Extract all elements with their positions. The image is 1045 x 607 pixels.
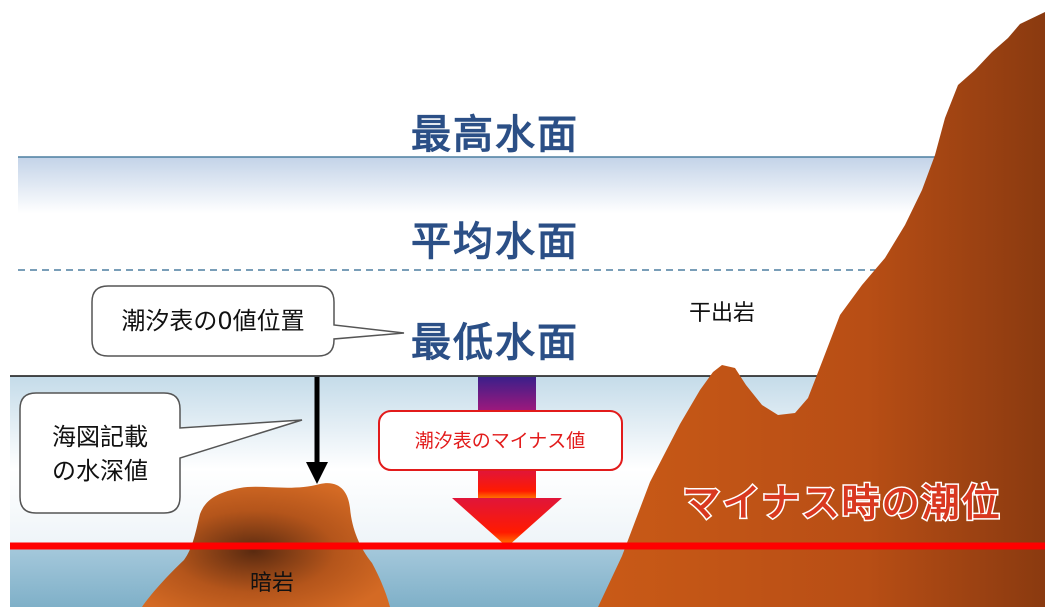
cliff bbox=[598, 12, 1045, 607]
chart-depth-callout-line1: 海図記載 bbox=[52, 423, 148, 451]
high-to-mean-band bbox=[18, 157, 1045, 270]
highest-water-label: 最高水面 bbox=[411, 112, 579, 158]
tide-zero-callout-text: 潮汐表の0値位置 bbox=[121, 307, 304, 335]
chart-depth-callout bbox=[19, 392, 303, 514]
negative-value-box bbox=[378, 410, 623, 471]
negative-arrow-shaft-bottom bbox=[478, 470, 536, 500]
drying-rock-label: 干出岩 bbox=[689, 301, 755, 326]
mean-water-label: 平均水面 bbox=[411, 219, 579, 265]
negative-tide-title: マイナス時の潮位 bbox=[682, 481, 1001, 525]
sunken-rock-label: 暗岩 bbox=[250, 571, 294, 596]
tide-zero-callout bbox=[91, 285, 405, 357]
depth-arrow-head bbox=[306, 462, 328, 484]
negative-arrow-head bbox=[452, 498, 562, 547]
negative-value-text: 潮汐表のマイナス値 bbox=[415, 430, 586, 452]
lowest-water-label: 最低水面 bbox=[411, 320, 579, 366]
chart-depth-callout-line2: の水深値 bbox=[52, 457, 148, 485]
